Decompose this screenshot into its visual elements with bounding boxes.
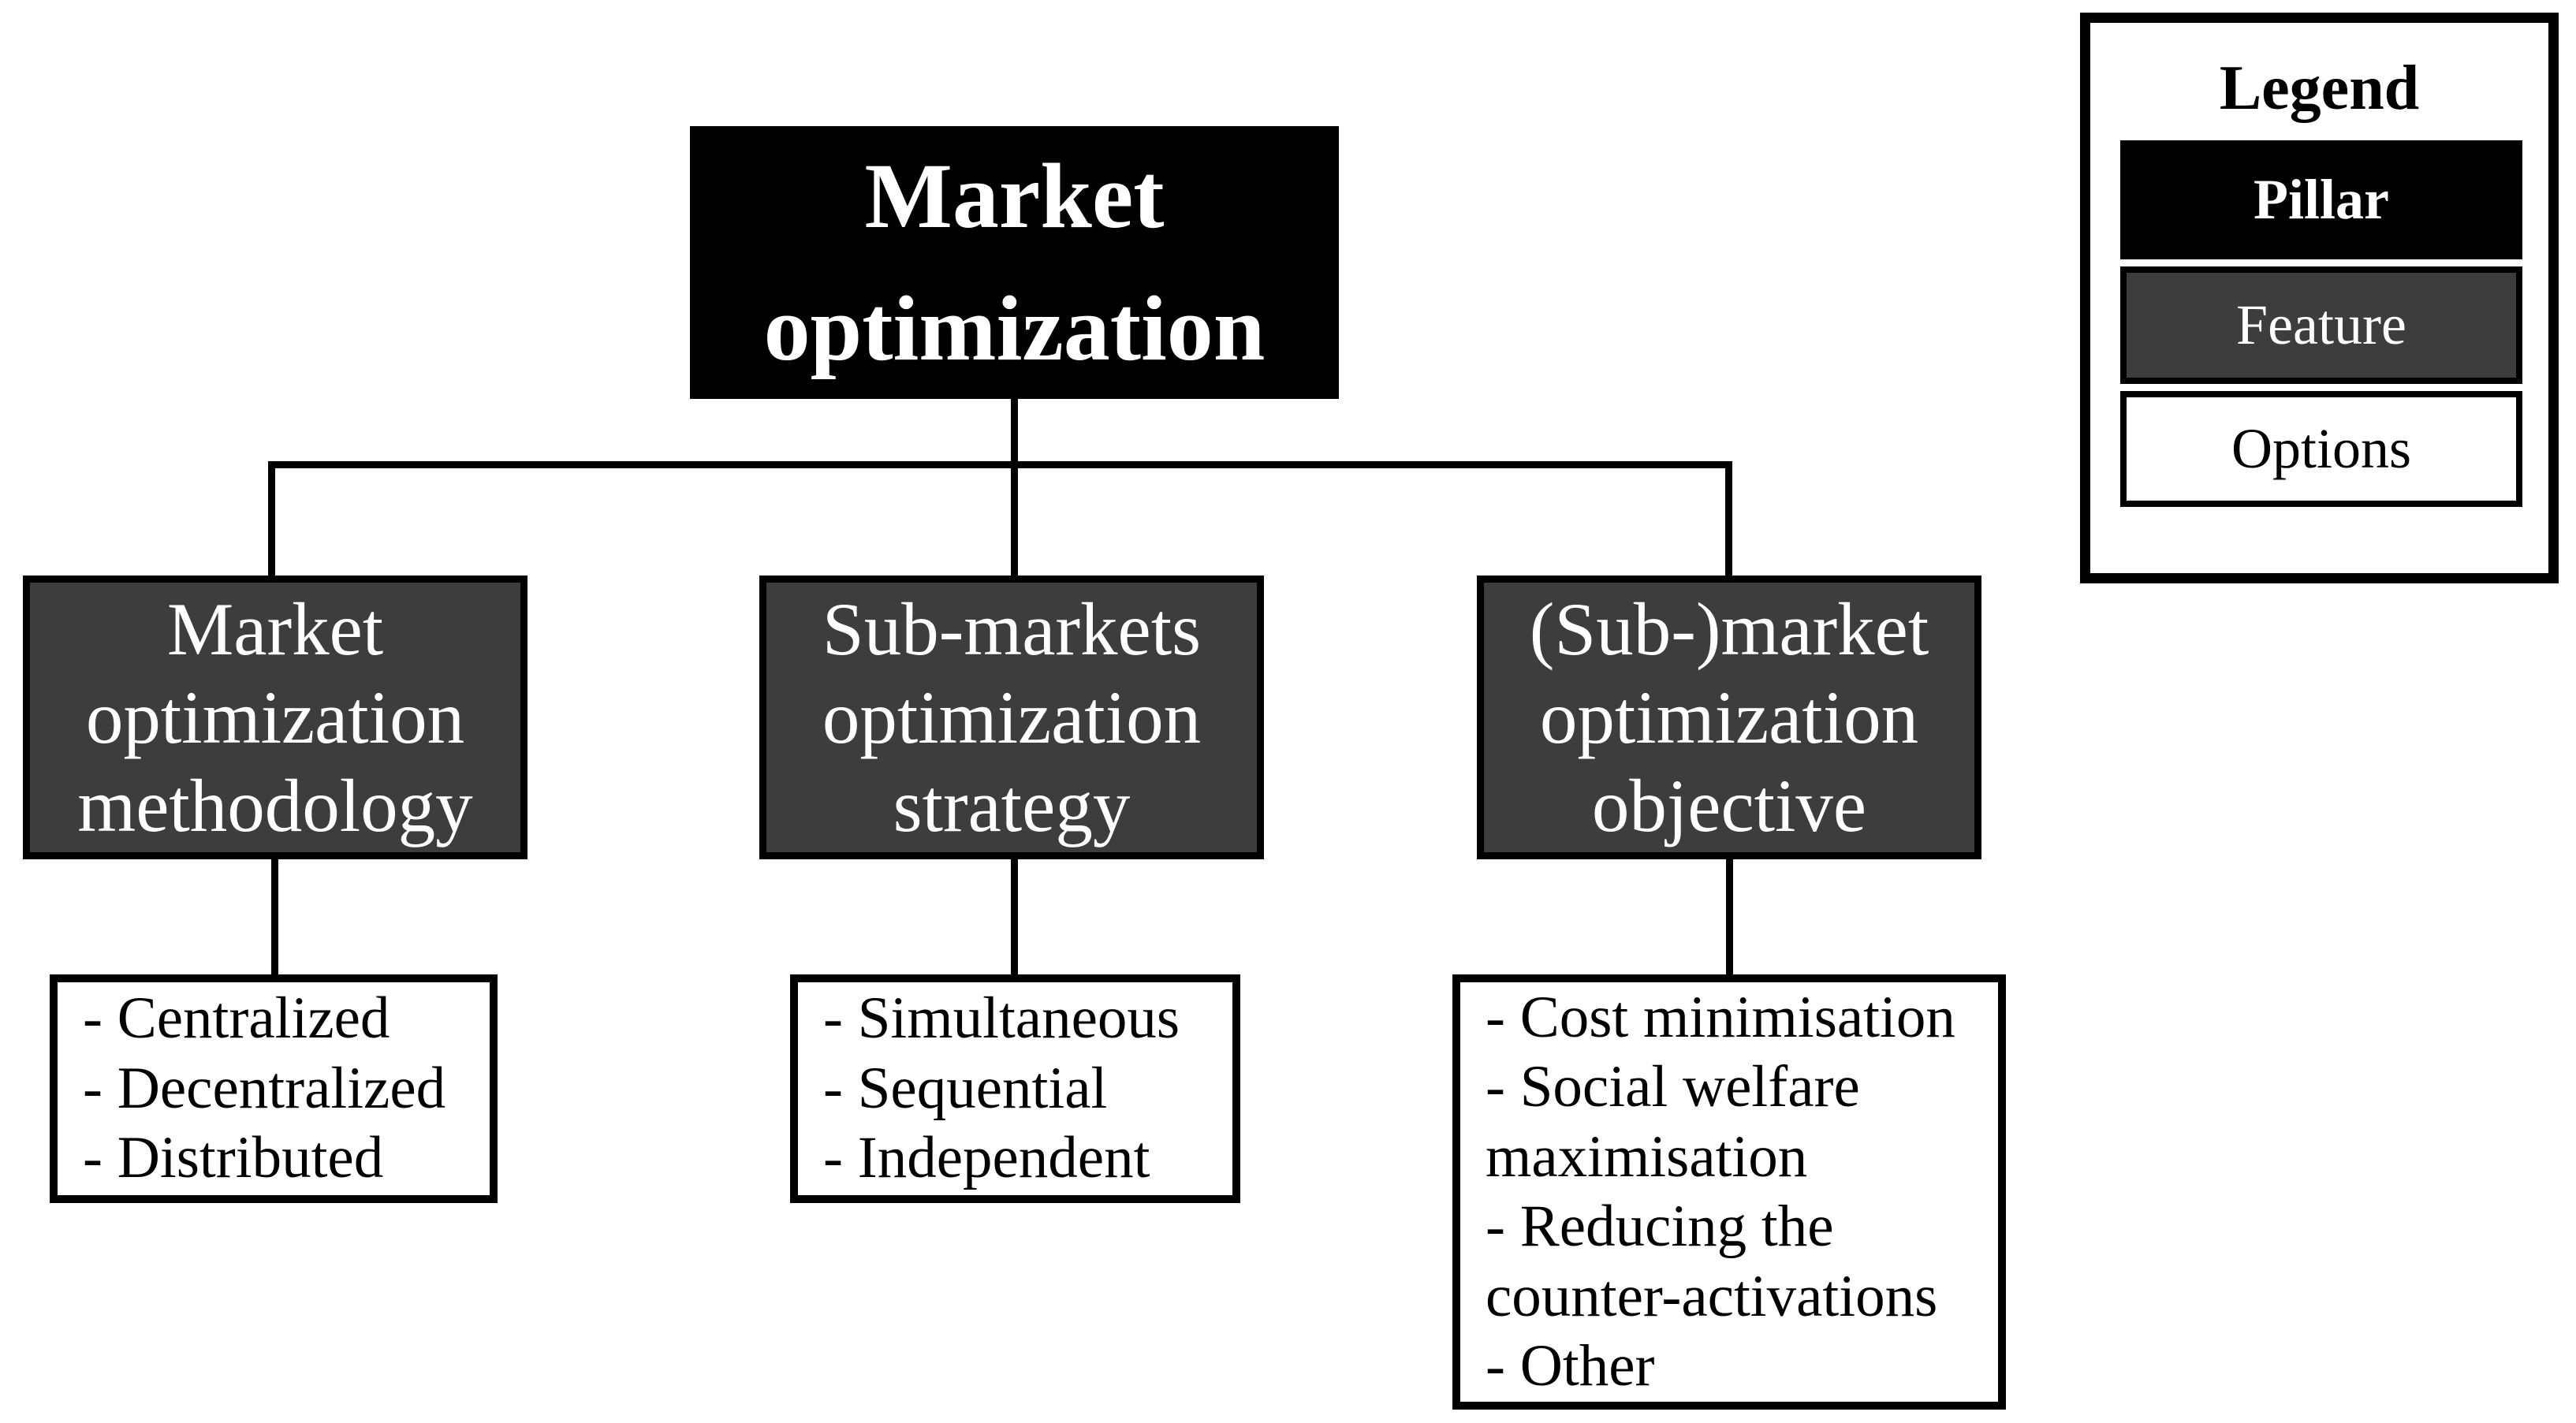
connector-branch-right	[1725, 461, 1732, 576]
connector-horizontal-bus	[268, 461, 1732, 468]
legend-title: Legend	[2219, 54, 2420, 123]
options-box-methodology: - Centralized - Decentralized - Distribu…	[50, 974, 498, 1203]
connector-root-vertical	[1011, 399, 1018, 468]
options-list: - Cost minimisation - Social welfare max…	[1486, 984, 1955, 1399]
legend: Legend Pillar Feature Options	[2080, 13, 2559, 583]
connector-feature3-options3	[1726, 859, 1733, 974]
pillar-box-market-optimization: Market optimization	[690, 126, 1339, 399]
feature-box-sub-markets-optimization-strategy: Sub-markets optimization strategy	[759, 576, 1264, 859]
legend-swatch-options: Options	[2120, 391, 2522, 507]
legend-swatch-feature-label: Feature	[2236, 293, 2406, 356]
legend-swatch-pillar-label: Pillar	[2254, 168, 2389, 231]
feature-box-label: Sub-markets optimization strategy	[822, 587, 1202, 848]
connector-feature1-options1	[271, 859, 278, 974]
legend-swatch-feature: Feature	[2120, 266, 2522, 384]
connector-feature2-options2	[1011, 859, 1018, 974]
connector-branch-left	[268, 461, 275, 576]
options-box-objective: - Cost minimisation - Social welfare max…	[1452, 974, 2006, 1410]
legend-swatch-options-label: Options	[2231, 417, 2412, 480]
feature-box-label: Market optimization methodology	[77, 587, 473, 848]
options-list: - Centralized - Decentralized - Distribu…	[83, 985, 446, 1191]
feature-box-sub-market-optimization-objective: (Sub-)market optimization objective	[1477, 576, 1981, 859]
options-box-strategy: - Simultaneous - Sequential - Independen…	[790, 974, 1240, 1203]
options-list: - Simultaneous - Sequential - Independen…	[823, 985, 1180, 1191]
feature-box-label: (Sub-)market optimization objective	[1529, 587, 1929, 848]
connector-branch-middle	[1011, 461, 1018, 576]
feature-box-market-optimization-methodology: Market optimization methodology	[23, 576, 528, 859]
pillar-box-label: Market optimization	[763, 144, 1266, 380]
legend-swatch-pillar: Pillar	[2120, 140, 2522, 259]
